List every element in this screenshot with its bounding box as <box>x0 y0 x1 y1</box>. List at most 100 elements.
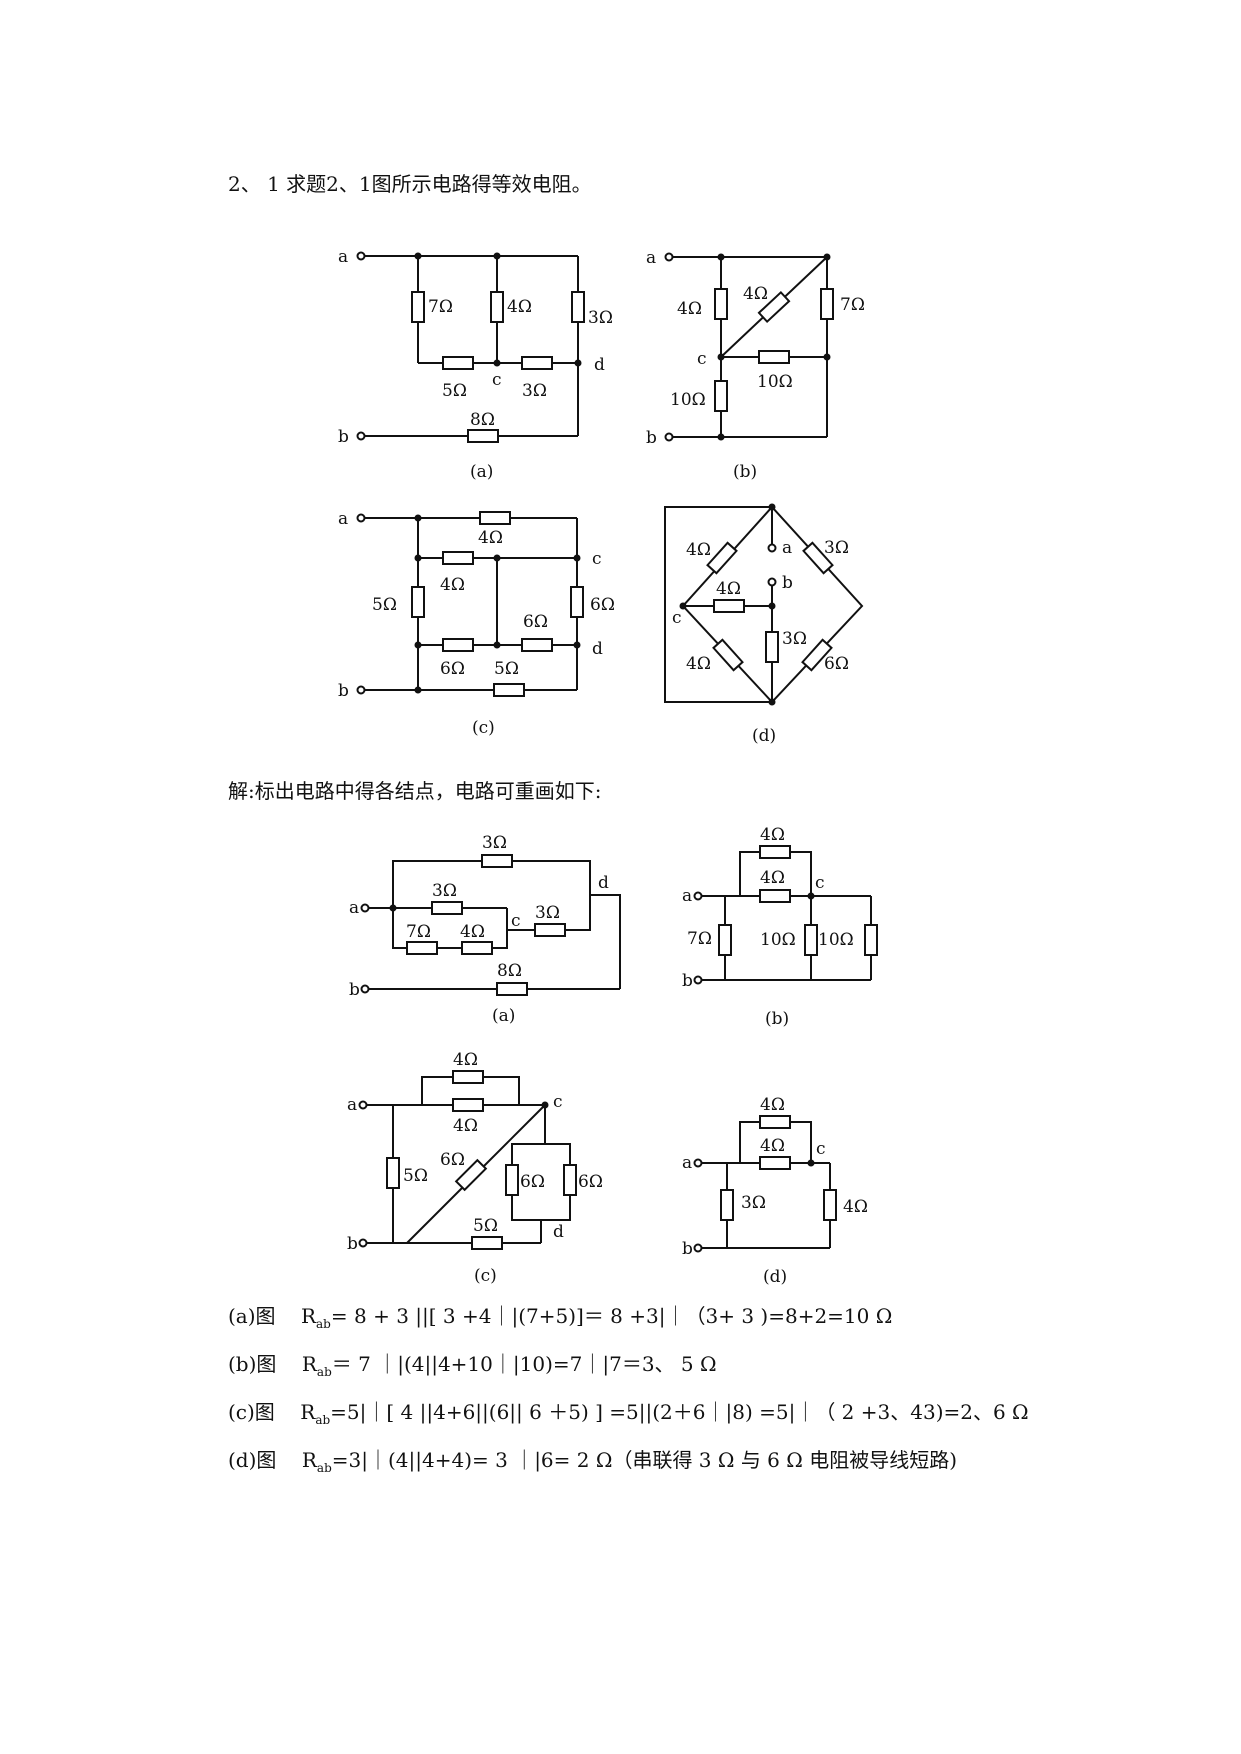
caption-c: (c) <box>472 718 495 738</box>
junction-dot <box>574 359 582 367</box>
circuit-label: a <box>347 1095 357 1115</box>
terminal-a[interactable] <box>356 513 366 523</box>
junction-dot <box>573 554 581 562</box>
terminal-b[interactable] <box>360 984 370 994</box>
circuit-label: 7Ω <box>428 297 453 317</box>
resistor-4-horizontal <box>713 599 745 613</box>
circuit-label: d <box>592 639 603 659</box>
terminal-b[interactable] <box>358 1238 368 1248</box>
circuit-label: d <box>553 1222 564 1242</box>
wire <box>590 894 621 989</box>
circuit-label: 5Ω <box>403 1166 428 1186</box>
junction-dot <box>493 554 501 562</box>
resistor-6-a <box>505 1164 519 1196</box>
terminal-a[interactable] <box>356 251 366 261</box>
resistor-4-top <box>759 1115 791 1129</box>
node-label-d: d <box>594 355 605 375</box>
circuit-label: 6Ω <box>440 659 465 679</box>
circuit-label: b <box>349 980 360 1000</box>
resistor-4-middle <box>759 889 791 903</box>
circuit-label: c <box>592 549 602 569</box>
junction-dot <box>768 602 776 610</box>
junction-dot <box>768 698 776 706</box>
answer-d: (d)图 Rab=3|｜(4||4+4)= 3 ｜|6= 2 Ω（串联得 3 Ω… <box>228 1448 957 1475</box>
terminal-b[interactable] <box>693 975 703 985</box>
circuit-c: a b 4Ω 4Ω 5Ω 6Ω 6Ω 6Ω 5Ω c d (c) <box>338 509 615 738</box>
junction-dot <box>573 641 581 649</box>
circuit-label: b <box>646 428 657 448</box>
circuit-label: 3Ω <box>535 903 560 923</box>
circuit-label: 6Ω <box>578 1172 603 1192</box>
resistor-6-middle <box>521 638 553 652</box>
resistor-7 <box>718 924 732 956</box>
resistor-4-middle <box>452 1098 484 1112</box>
terminal-b[interactable] <box>356 431 366 441</box>
terminal-b[interactable] <box>693 1243 703 1253</box>
circuit-label: d <box>598 873 609 893</box>
circuit-label: 6Ω <box>824 654 849 674</box>
circuit-label: 3Ω <box>522 381 547 401</box>
circuit-label: 4Ω <box>760 1136 785 1156</box>
circuit-label: 8Ω <box>497 961 522 981</box>
junction-dot <box>414 252 422 260</box>
resistor-4-lower-left <box>712 638 744 672</box>
resistor-6-diagonal <box>454 1158 488 1192</box>
resistor-5-bottom <box>471 1236 503 1250</box>
junction-dot <box>493 641 501 649</box>
resistor-4 <box>461 941 493 955</box>
junction-dot <box>717 353 725 361</box>
resistor-5 <box>442 356 474 370</box>
junction-dot <box>807 1159 815 1167</box>
circuit-label: 4Ω <box>677 299 702 319</box>
circuit-label: 6Ω <box>440 1150 465 1170</box>
circuit-d: 4Ω 3Ω 4Ω 3Ω 4Ω 6Ω a b c (d) <box>664 503 864 746</box>
junction-dot <box>389 904 397 912</box>
junction-dot <box>493 252 501 260</box>
circuit-label: c <box>672 608 682 628</box>
resistor-5-bottom <box>493 683 525 697</box>
solution-intro: 解:标出电路中得各结点，电路可重画如下: <box>228 779 602 803</box>
terminal-a[interactable] <box>360 903 370 913</box>
resistor-4-top <box>479 511 511 525</box>
junction-dot <box>414 686 422 694</box>
resistor-4-vertical <box>714 288 728 320</box>
resistor-4 <box>490 291 504 323</box>
terminal-b[interactable] <box>767 577 777 587</box>
terminal-a[interactable] <box>693 1158 703 1168</box>
circuit-label: 4Ω <box>743 284 768 304</box>
circuit-label: b <box>782 573 793 593</box>
circuit-label: c <box>553 1092 563 1112</box>
junction-dot <box>493 359 501 367</box>
circuit-label: 7Ω <box>687 929 712 949</box>
circuit-label: 4Ω <box>507 297 532 317</box>
redrawn-caption-a: (a) <box>492 1006 515 1026</box>
junction-dot <box>823 353 831 361</box>
resistor-6-left <box>442 638 474 652</box>
resistor-5 <box>386 1157 400 1189</box>
redrawn-circuit-d: a b 4Ω 4Ω 3Ω 4Ω c (d) <box>682 1095 868 1287</box>
circuit-label: 4Ω <box>460 922 485 942</box>
redrawn-caption-c: (c) <box>474 1266 497 1286</box>
answer-b: (b)图 Rab＝ 7 ｜|(4||4+10｜|10)=7｜|7＝3、 5 Ω <box>228 1352 717 1379</box>
terminal-a[interactable] <box>767 543 777 553</box>
resistor-4-top <box>759 845 791 859</box>
terminal-a[interactable] <box>358 1100 368 1110</box>
terminal-a[interactable] <box>664 252 674 262</box>
circuit-label: 4Ω <box>716 579 741 599</box>
circuit-label: b <box>682 971 693 991</box>
circuit-label: 4Ω <box>686 654 711 674</box>
redrawn-circuit-c: a b 4Ω 4Ω 5Ω 6Ω 6Ω 6Ω 5Ω c d (c) <box>347 1050 603 1286</box>
terminal-b[interactable] <box>664 432 674 442</box>
redrawn-circuit-b: a b 4Ω 4Ω 7Ω 10Ω 10Ω c (b) <box>682 825 878 1029</box>
circuit-label: 5Ω <box>473 1216 498 1236</box>
terminal-b[interactable] <box>356 685 366 695</box>
redrawn-caption-b: (b) <box>765 1009 789 1029</box>
resistor-4-middle <box>442 551 474 565</box>
resistor-7 <box>820 288 834 320</box>
terminal-a[interactable] <box>693 891 703 901</box>
node-label-b: b <box>338 427 349 447</box>
junction-dot <box>717 253 725 261</box>
circuit-label: 4Ω <box>440 575 465 595</box>
resistor-10-a <box>804 924 818 956</box>
junction-dot <box>414 514 422 522</box>
